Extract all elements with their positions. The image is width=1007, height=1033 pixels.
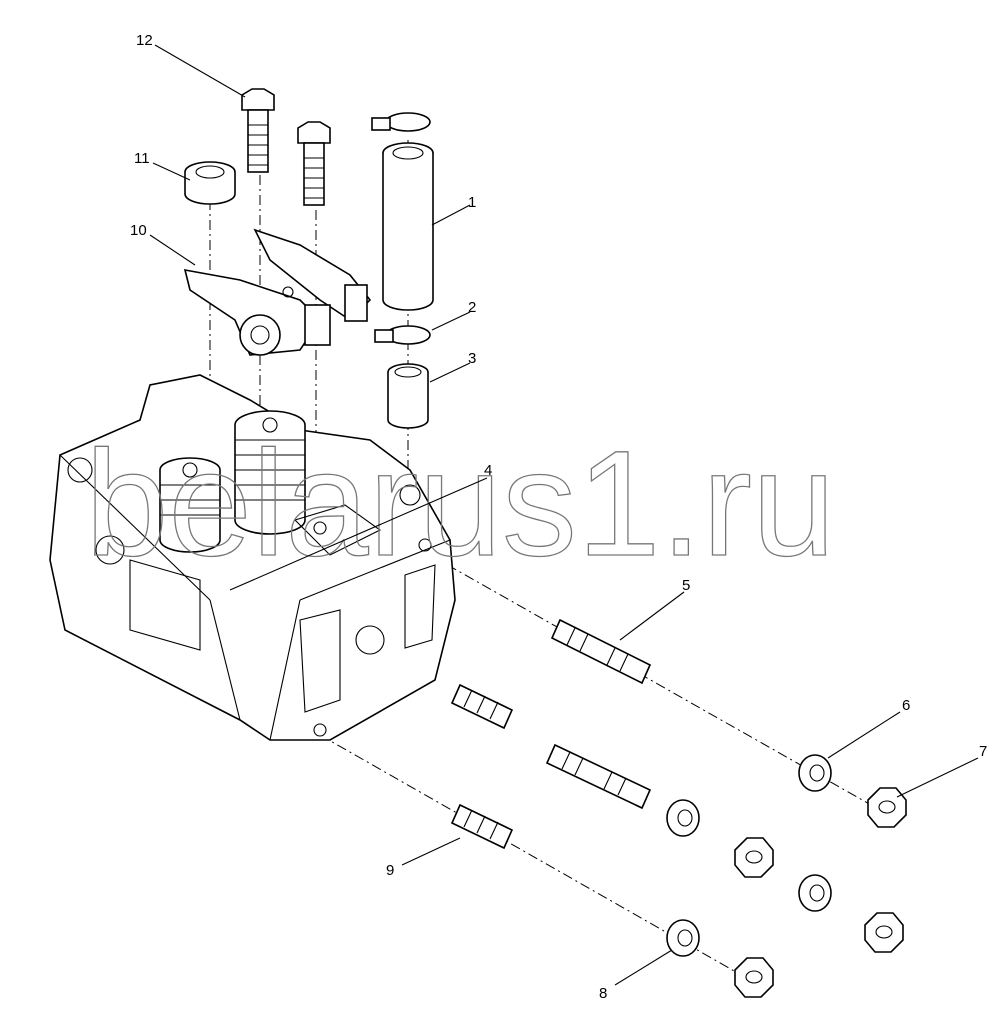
nuts bbox=[734, 787, 907, 998]
cylinder-head bbox=[49, 374, 456, 741]
sleeve-3 bbox=[387, 363, 429, 429]
tube-1 bbox=[382, 142, 434, 311]
washers bbox=[666, 754, 832, 957]
bolt-12 bbox=[241, 88, 275, 173]
callout-12: 12 bbox=[136, 32, 153, 49]
rocker-arm-assembly-10 bbox=[183, 228, 372, 356]
stud-5 bbox=[550, 618, 652, 685]
stud bbox=[545, 743, 652, 810]
callout-6: 6 bbox=[902, 697, 910, 714]
callout-11: 11 bbox=[134, 150, 150, 167]
callout-2: 2 bbox=[468, 299, 476, 316]
leader-lines bbox=[149, 44, 979, 986]
callout-10: 10 bbox=[130, 222, 147, 239]
callout-1: 1 bbox=[468, 194, 476, 211]
bolt bbox=[297, 121, 331, 206]
plug-11 bbox=[184, 161, 236, 205]
callout-4: 4 bbox=[484, 462, 492, 479]
callout-3: 3 bbox=[468, 350, 476, 367]
callout-8: 8 bbox=[599, 985, 607, 1002]
callout-9: 9 bbox=[386, 862, 394, 879]
callout-7: 7 bbox=[979, 743, 987, 760]
callout-5: 5 bbox=[682, 577, 690, 594]
stud-9 bbox=[450, 803, 514, 850]
stud bbox=[450, 683, 514, 730]
watermark: belarus1.ru bbox=[85, 419, 835, 587]
clamp-2 bbox=[371, 112, 431, 345]
